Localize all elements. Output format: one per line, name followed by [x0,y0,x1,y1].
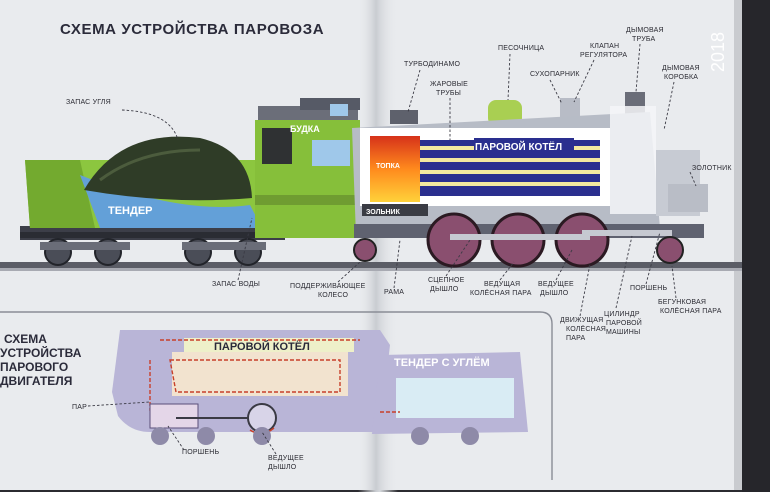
tender-wheels [40,238,266,266]
labels-top: ЗАПАС УГЛЯ ТУРБОДИНАМО ЖАРОВЫЕ ТРУБЫ ПЕС… [66,27,732,342]
rail [0,262,742,268]
scheme-title-4: ДВИГАТЕЛЯ [0,374,72,388]
scheme-label-driving-2: ДЫШЛО [268,464,297,471]
label-moving-pair-2: КОЛЁСНАЯ [566,325,606,333]
label-firetubes-2: ТРУБЫ [436,90,461,97]
label-frame: РАМА [384,289,404,296]
label-driving-pair-1: ВЕДУЩАЯ [484,281,520,288]
tender-label: ТЕНДЕР [108,205,153,217]
label-smokebox-1: ДЫМОВАЯ [662,65,700,72]
scheme-tender-label: ТЕНДЕР С УГЛЁМ [394,356,490,369]
engine-scheme-panel: СХЕМА УСТРОЙСТВА ПАРОВОГО ДВИГАТЕЛЯ ПАРО… [0,311,553,480]
label-support-wheel-2: КОЛЕСО [318,292,349,299]
label-piston-top: ПОРШЕНЬ [630,285,667,292]
locomotive-wheels [353,212,684,268]
boiler-label: ПАРОВОЙ КОТЁЛ [475,140,562,153]
label-moving-pair-3: ПАРА [566,335,586,342]
scheme-title-3: ПАРОВОГО [0,360,68,374]
label-valve: ЗОЛОТНИК [692,165,732,172]
page-title: СХЕМА УСТРОЙСТВА ПАРОВОЗА [60,20,324,38]
label-driving-rod-2: ДЫШЛО [540,290,569,297]
label-cylinder-1: ЦИЛИНДР [604,311,640,318]
label-cylinder-2: ПАРОВОЙ [606,318,642,327]
scheme-label-piston: ПОРШЕНЬ [182,449,219,456]
label-driving-pair-2: КОЛЁСНАЯ ПАРА [470,289,532,297]
label-chimney-1: ДЫМОВАЯ [626,27,664,34]
label-moving-pair-1: ДВИЖУЩАЯ [560,317,603,324]
ashpan-label: ЗОЛЬНИК [366,209,401,216]
scheme-water [396,378,514,418]
label-running-pair-1: БЕГУНКОВАЯ [658,299,706,306]
label-water: ЗАПАС ВОДЫ [212,281,260,288]
label-support-wheel-1: ПОДДЕРЖИВАЮЩЕЕ [290,283,366,290]
cab: БУДКА [255,98,360,238]
scheme-label-driving-1: ВЕДУЩЕЕ [268,455,304,462]
firebox [370,136,420,202]
label-regulator-1: КЛАПАН [590,43,619,50]
label-cylinder-3: МАШИНЫ [606,329,640,336]
label-regulator-2: РЕГУЛЯТОРА [580,52,627,59]
steam-dome [560,98,580,122]
label-coal: ЗАПАС УГЛЯ [66,99,111,106]
coal-pile [84,136,252,201]
scheme-label-steam: ПАР [72,404,87,411]
label-chimney-2: ТРУБА [632,36,655,43]
label-running-pair-2: КОЛЁСНАЯ ПАРА [660,307,722,315]
cab-label: БУДКА [290,124,320,134]
tender: ТЕНДЕР [20,136,285,266]
label-dry-pipe: СУХОПАРНИК [530,71,580,78]
turbo-generator [390,110,418,124]
label-smokebox-2: КОРОБКА [664,74,698,81]
book-cover-edge [742,0,770,492]
valve-chest [668,184,708,212]
label-sandbox: ПЕСОЧНИЦА [498,45,544,52]
scheme-title-2: УСТРОЙСТВА [0,345,82,360]
scheme-title-1: СХЕМА [4,332,47,346]
photo-year-stamp: 2018 [708,32,728,72]
label-turbogenerator: ТУРБОДИНАМО [404,61,461,68]
locomotive-body: ПАРОВОЙ КОТЁЛ ТОПКА ЗОЛЬНИК [352,92,708,238]
scheme-boiler-label: ПАРОВОЙ КОТЁЛ [214,340,310,353]
scheme-cylinder [149,403,199,429]
label-firetubes-1: ЖАРОВЫЕ [430,81,468,88]
firebox-label: ТОПКА [376,163,400,170]
label-driving-rod-1: ВЕДУЩЕЕ [538,281,574,288]
label-coupling-rod-1: СЦЕПНОЕ [428,277,465,284]
label-coupling-rod-2: ДЫШЛО [430,286,459,293]
